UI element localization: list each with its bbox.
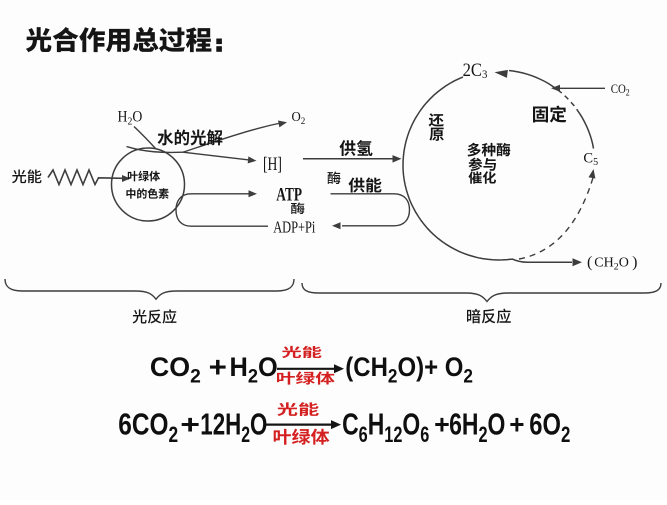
svg-text:ADP+Pi: ADP+Pi (273, 219, 315, 237)
svg-text:CO2: CO2 (611, 82, 630, 97)
svg-text:H2O: H2O (118, 109, 143, 128)
svg-text:[H]: [H] (263, 153, 282, 175)
svg-text:+: + (209, 352, 227, 384)
svg-text:12H2O: 12H2O (200, 407, 267, 448)
svg-text:+: + (434, 409, 450, 439)
svg-text:CH2O: CH2O (594, 255, 629, 273)
svg-text:ATP: ATP (276, 183, 302, 205)
svg-text:+: + (180, 410, 200, 440)
svg-text:6H2O: 6H2O (449, 406, 505, 448)
svg-text:): ) (632, 254, 637, 271)
svg-text:(CH2O)+ O2: (CH2O)+ O2 (345, 353, 473, 387)
svg-text:(: ( (587, 254, 592, 271)
svg-text:+: + (509, 409, 524, 439)
svg-text:2C3: 2C3 (463, 59, 488, 81)
svg-text:H2O: H2O (230, 353, 278, 386)
svg-text:6CO2: 6CO2 (118, 407, 178, 448)
